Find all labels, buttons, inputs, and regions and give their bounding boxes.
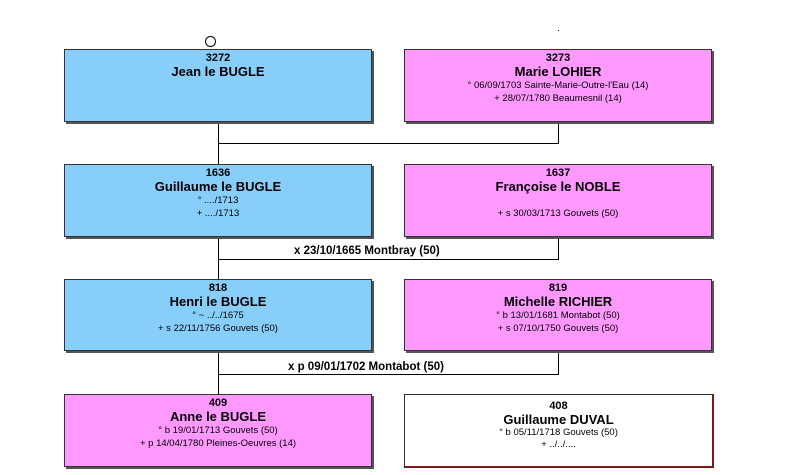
person-number: 1636 (205, 167, 231, 179)
person-name: Jean le BUGLE (171, 64, 265, 79)
connector-line (558, 351, 559, 375)
death-info: + s 22/11/1756 Gouvets (50) (158, 323, 278, 334)
person-name: Anne le BUGLE (169, 409, 267, 424)
death-info: + 28/07/1780 Beaumesnil (14) (494, 93, 622, 104)
person-box-1636[interactable]: 1636 Guillaume le BUGLE ° ..../1713 + ..… (64, 164, 372, 237)
connector-line (218, 122, 219, 165)
person-box-818[interactable]: 818 Henri le BUGLE ° ~ ../../1675 + s 22… (64, 279, 372, 351)
death-info: + ..../1713 (196, 208, 240, 219)
death-info: + s 07/10/1750 Gouvets (50) (497, 323, 619, 334)
marker-dot (558, 30, 559, 31)
person-name: Guillaume le BUGLE (154, 179, 282, 194)
person-box-409[interactable]: 409 Anne le BUGLE ° b 19/01/1713 Gouvets… (64, 394, 372, 467)
person-name: Guillaume DUVAL (503, 412, 614, 427)
birth-info: ° ..../1713 (197, 195, 239, 206)
person-box-3273[interactable]: 3273 Marie LOHIER ° 06/09/1703 Sainte-Ma… (404, 49, 712, 122)
person-number: 409 (208, 397, 228, 409)
expand-ancestor-icon[interactable] (205, 36, 216, 47)
death-info: + s 30/03/1713 Gouvets (50) (497, 208, 619, 219)
person-number: 408 (549, 400, 568, 412)
connector-line (218, 237, 219, 280)
person-number: 1637 (545, 167, 571, 179)
person-box-3272[interactable]: 3272 Jean le BUGLE (64, 49, 372, 122)
connector-line (218, 143, 559, 144)
birth-info: ° b 19/01/1713 Gouvets (50) (158, 425, 278, 436)
person-box-1637[interactable]: 1637 Françoise le NOBLE + s 30/03/1713 G… (404, 164, 712, 237)
marriage-label: x 23/10/1665 Montbray (50) (294, 245, 440, 257)
connector-line (558, 237, 559, 260)
person-name: Michelle RICHIER (503, 294, 613, 309)
birth-info: ° b 13/01/1681 Montabot (50) (496, 310, 620, 321)
person-name: Marie LOHIER (514, 64, 602, 79)
birth-info: ° 06/09/1703 Sainte-Marie-Outre-l'Eau (1… (467, 80, 649, 91)
person-number: 3273 (545, 52, 571, 64)
birth-info: ° ~ ../../1675 (192, 310, 244, 321)
connector-line (218, 374, 559, 375)
connector-line (558, 122, 559, 144)
person-box-408[interactable]: 408 Guillaume DUVAL ° b 05/11/1718 Gouve… (404, 394, 714, 468)
death-info: + ../../.... (541, 439, 576, 450)
birth-info: ° b 05/11/1718 Gouvets (50) (499, 427, 618, 438)
person-name: Henri le BUGLE (169, 294, 267, 309)
person-number: 3272 (205, 52, 231, 64)
marriage-label: x p 09/01/1702 Montabot (50) (288, 361, 444, 373)
person-number: 818 (208, 282, 228, 294)
death-info: + p 14/04/1780 Pleines-Oeuvres (14) (139, 438, 297, 449)
person-name: Françoise le NOBLE (495, 179, 621, 194)
connector-line (218, 259, 559, 260)
connector-line (218, 351, 219, 395)
birth-info (405, 194, 711, 207)
person-box-819[interactable]: 819 Michelle RICHIER ° b 13/01/1681 Mont… (404, 279, 712, 351)
person-number: 819 (548, 282, 568, 294)
